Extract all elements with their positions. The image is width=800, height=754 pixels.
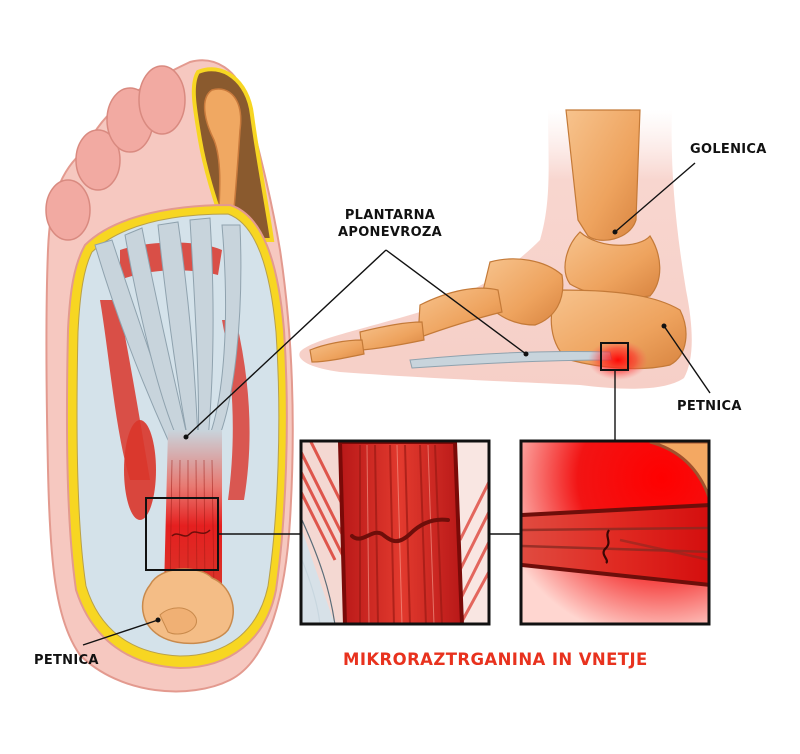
toe-5 [45,179,91,241]
plantar-fascia-label-line1: PLANTARNA [344,208,436,223]
plantar-fascia-label: PLANTARNA APONEVROZA [338,207,442,241]
microtear-line [350,517,450,544]
plantar-fascia-label-line2: APONEVROZA [338,225,443,240]
heel-side-label: PETNICA [677,399,742,414]
sole-microtear-inset [299,439,491,626]
side-microtear-inset [519,439,711,626]
microtear-caption: MIKRORAZTRGANINA IN VNETJE [343,650,648,669]
microtear-line-side [602,529,610,564]
tibia-bone [565,109,641,241]
side-view-illustration [299,109,692,389]
toe-2 [138,65,186,135]
tibia-label: GOLENICA [690,142,767,157]
toe-4 [75,129,121,191]
leader-lines [82,162,711,646]
heel-sole-label: PETNICA [34,653,99,668]
heel-inflammation-glow [588,340,648,380]
sole-view-illustration [45,59,294,693]
calcaneus-side [550,289,687,370]
